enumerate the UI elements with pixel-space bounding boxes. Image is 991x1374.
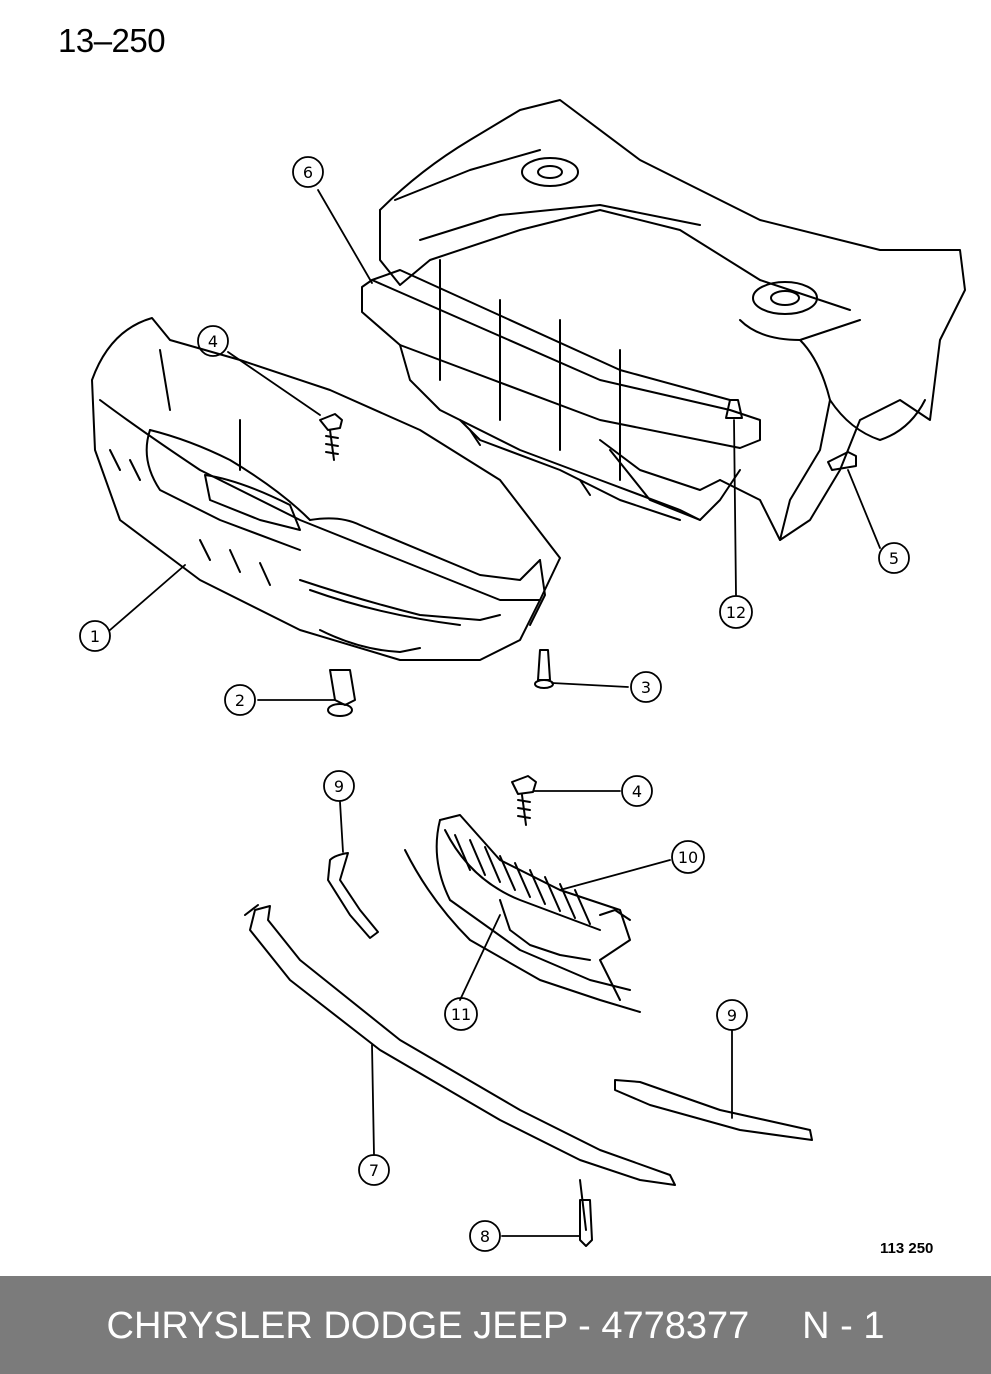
callout-3: 3 [630,671,662,703]
callout-9-left: 9 [323,770,355,802]
callout-1: 1 [79,620,111,652]
callout-4-lower: 4 [621,775,653,807]
footer-gap [749,1305,802,1347]
callout-9-right: 9 [716,999,748,1031]
callout-label: 1 [90,627,100,646]
page-number: 13–250 [58,22,166,59]
figure-reference-code: 113 250 [880,1240,934,1257]
callout-11: 11 [444,997,478,1031]
callout-6: 6 [292,156,324,188]
callout-label: 11 [451,1005,471,1024]
callout-label: 9 [727,1006,737,1025]
footer-brand: CHRYSLER DODGE JEEP [106,1305,568,1347]
callout-label: 12 [726,603,746,622]
fasteners [319,399,857,1247]
callout-label: 4 [632,782,642,801]
footer-caption: CHRYSLER DODGE JEEP - 4778377 N - 1 [0,1305,991,1348]
callouts: 1 2 3 4 5 6 12 9 4 10 11 9 7 8 [79,156,910,1252]
callout-10: 10 [671,840,705,874]
callout-12: 12 [719,595,753,629]
footer-separator: - [567,1305,602,1347]
callout-label: 9 [334,777,344,796]
callout-7: 7 [358,1154,390,1186]
vehicle-front-structure [361,99,966,541]
parts-diagram: 1 2 3 4 5 6 12 9 4 10 11 9 7 8 [79,99,966,1252]
callout-label: 6 [303,163,313,182]
callout-label: 10 [678,848,698,867]
callout-label: 2 [235,691,245,710]
callout-label: 8 [480,1227,490,1246]
molding-strips [244,852,813,1186]
footer-page-code: N - 1 [802,1305,885,1347]
callout-label: 5 [889,549,899,568]
footer-bar [0,1276,991,1374]
grille-assembly [404,814,641,1013]
callout-label: 3 [641,678,651,697]
callout-label: 7 [369,1161,379,1180]
callout-5: 5 [878,542,910,574]
leader-lines [109,189,881,1237]
callout-label: 4 [208,332,218,351]
callout-8: 8 [469,1220,501,1252]
callout-2: 2 [224,684,256,716]
callout-4-upper: 4 [197,325,229,357]
front-fascia [91,317,561,661]
footer-part-number: 4778377 [601,1305,750,1347]
